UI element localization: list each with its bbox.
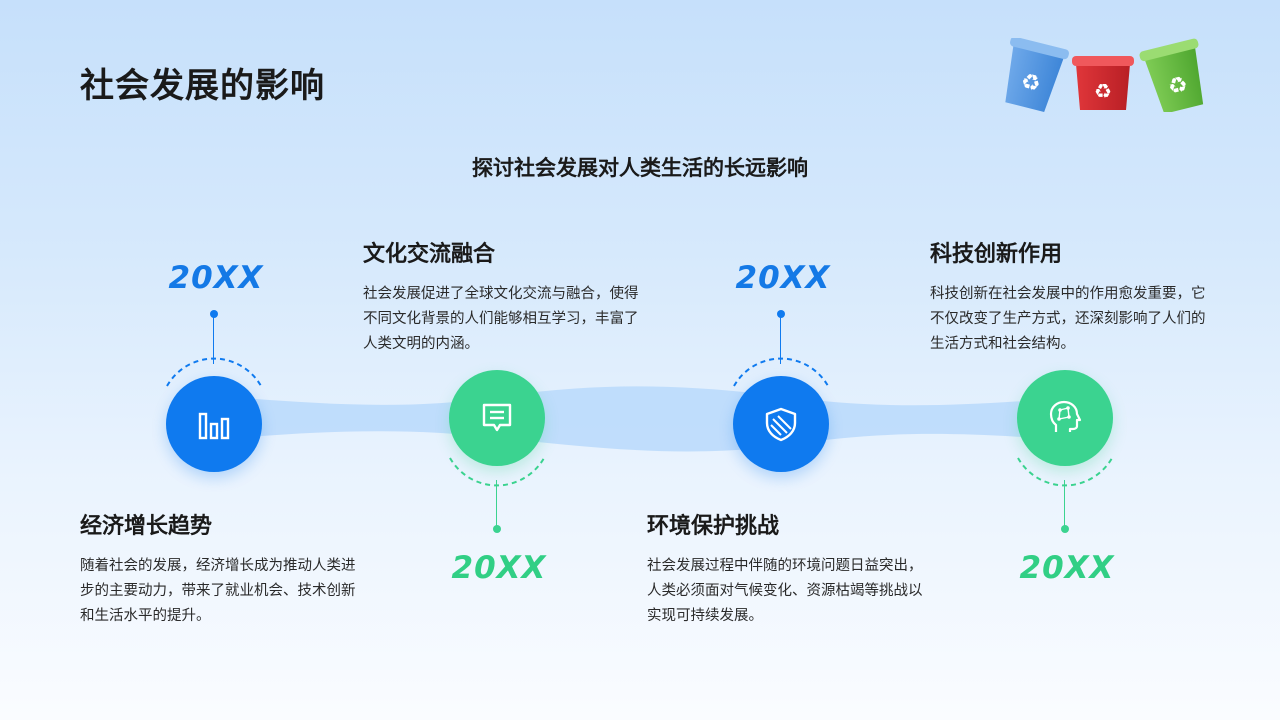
- connector-line: [496, 480, 497, 528]
- connector-line: [213, 316, 214, 364]
- milestone-description: 随着社会的发展，经济增长成为推动人类进步的主要动力，带来了就业机会、技术创新和生…: [80, 554, 360, 629]
- connector-line: [1064, 480, 1065, 528]
- milestone-circle-culture: [449, 370, 545, 466]
- milestone-text-block: 科技创新作用 科技创新在社会发展中的作用愈发重要，它不仅改变了生产方式，还深刻影…: [930, 236, 1210, 357]
- milestone-circle-economy: [166, 376, 262, 472]
- milestone-year: 20XX: [136, 260, 296, 296]
- milestone-text-block: 经济增长趋势 随着社会的发展，经济增长成为推动人类进步的主要动力，带来了就业机会…: [80, 508, 360, 629]
- connector-dot: [210, 310, 218, 318]
- milestone-circle-technology: [1017, 370, 1113, 466]
- milestone-year: 20XX: [419, 550, 579, 586]
- connector-dot: [493, 525, 501, 533]
- milestone-heading: 环境保护挑战: [647, 508, 927, 540]
- bar-chart-icon: [196, 406, 232, 442]
- milestone-heading: 科技创新作用: [930, 236, 1210, 268]
- milestone-heading: 文化交流融合: [363, 236, 643, 268]
- milestone-text-block: 环境保护挑战 社会发展过程中伴随的环境问题日益突出，人类必须面对气候变化、资源枯…: [647, 508, 927, 629]
- milestone-description: 社会发展过程中伴随的环境问题日益突出，人类必须面对气候变化、资源枯竭等挑战以实现…: [647, 554, 927, 629]
- connector-dot: [1061, 525, 1069, 533]
- shield-icon: [763, 406, 799, 442]
- milestone-year: 20XX: [703, 260, 863, 296]
- milestone-description: 社会发展促进了全球文化交流与融合，使得不同文化背景的人们能够相互学习，丰富了人类…: [363, 282, 643, 357]
- milestone-year: 20XX: [987, 550, 1147, 586]
- ai-head-icon: [1046, 399, 1084, 437]
- milestone-description: 科技创新在社会发展中的作用愈发重要，它不仅改变了生产方式，还深刻影响了人们的生活…: [930, 282, 1210, 357]
- connector-dot: [777, 310, 785, 318]
- milestone-circle-environment: [733, 376, 829, 472]
- milestone-text-block: 文化交流融合 社会发展促进了全球文化交流与融合，使得不同文化背景的人们能够相互学…: [363, 236, 643, 357]
- connector-line: [780, 316, 781, 364]
- message-icon: [479, 400, 515, 436]
- milestone-heading: 经济增长趋势: [80, 508, 360, 540]
